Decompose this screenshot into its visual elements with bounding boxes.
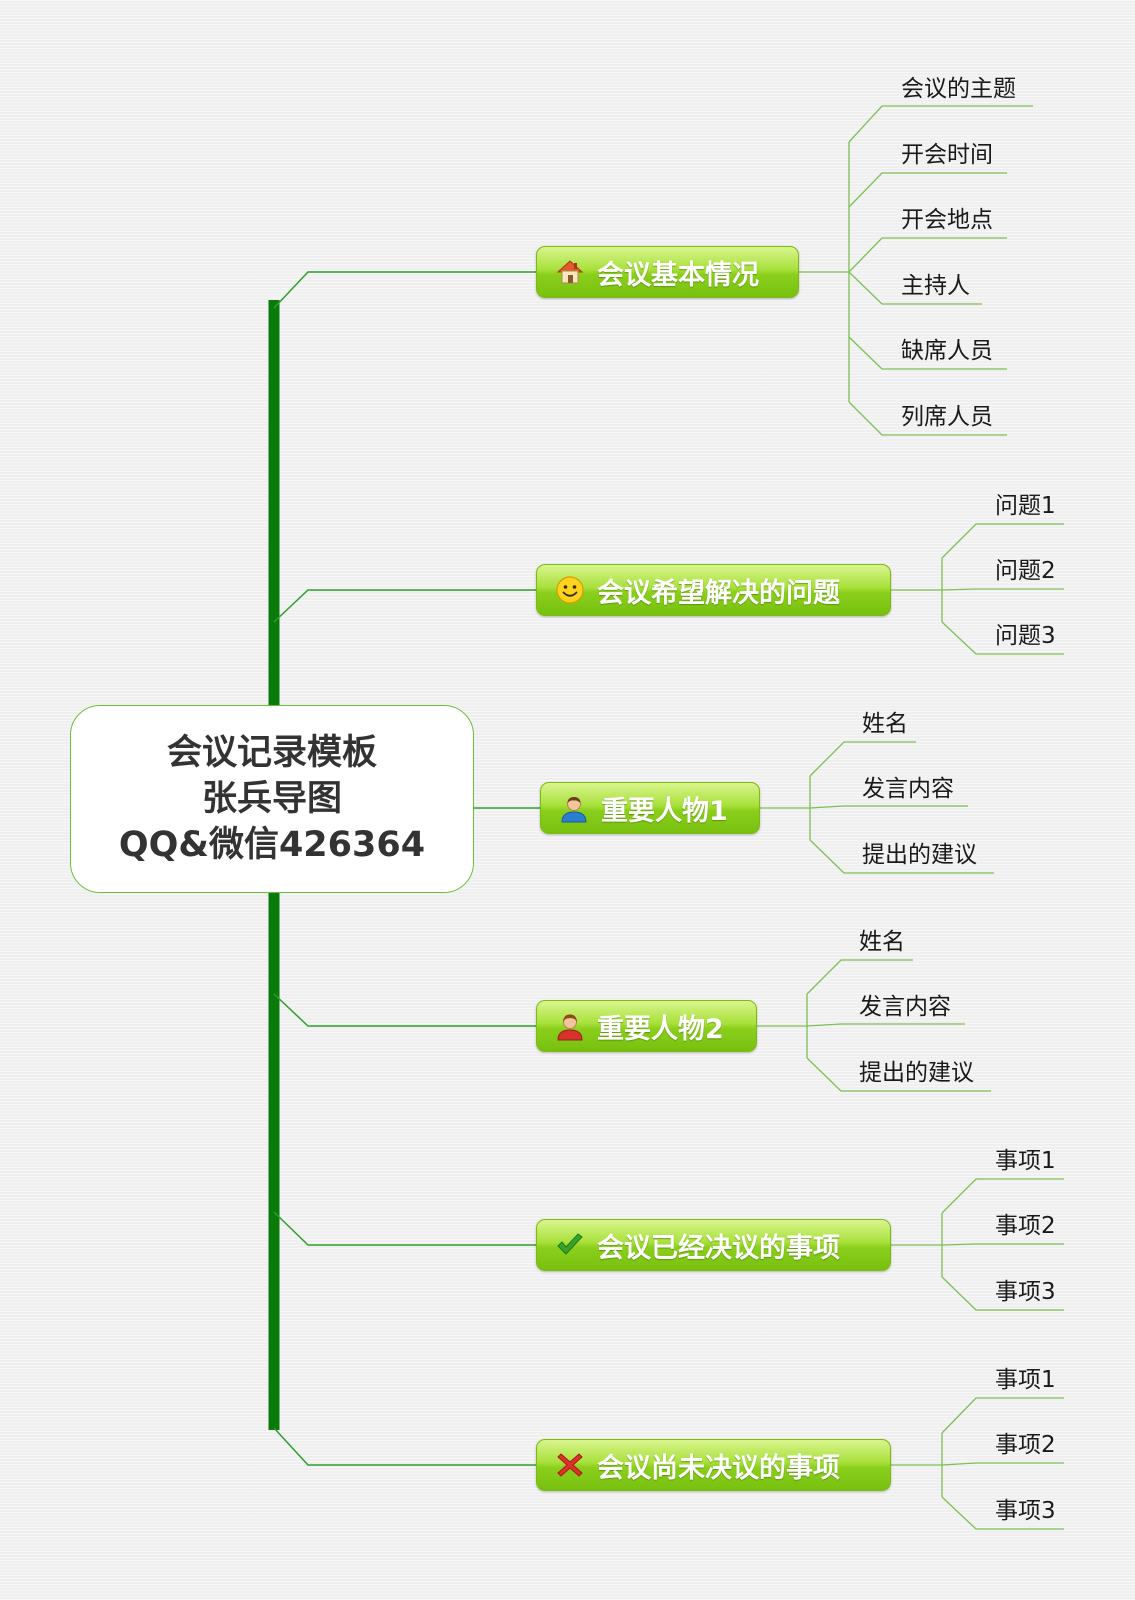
branch-topic-undecided-items[interactable]: 会议尚未决议的事项 — [536, 1439, 891, 1491]
leaf-topic[interactable]: 问题1 — [995, 493, 1056, 519]
leaf-line-2-2 — [941, 588, 1064, 591]
branch-topic-problems[interactable]: 会议希望解决的问题 — [536, 564, 891, 616]
branch-label: 会议尚未决议的事项 — [597, 1452, 840, 1484]
leaf-line-1-5 — [848, 336, 1007, 370]
leaf-line-2-3 — [941, 621, 1064, 655]
leaf-line-1-1 — [848, 105, 1033, 143]
leaf-line-4-3 — [806, 1057, 991, 1092]
leaf-topic[interactable]: 姓名 — [859, 929, 905, 955]
cross-icon — [557, 1453, 583, 1477]
leaf-topic[interactable]: 发言内容 — [859, 994, 951, 1020]
leaf-topic[interactable]: 事项2 — [995, 1213, 1056, 1239]
branch-connector-4 — [273, 993, 536, 1027]
branch-label: 会议希望解决的问题 — [597, 577, 840, 609]
person-blue-icon — [561, 797, 587, 823]
leaf-line-1-3 — [848, 237, 1007, 273]
checkmark-icon — [557, 1233, 583, 1255]
central-author: 张兵导图 — [201, 779, 342, 819]
branch-connector-6 — [273, 1427, 536, 1466]
branch-topic-basic-info[interactable]: 会议基本情况 — [536, 246, 799, 298]
leaf-topic[interactable]: 事项3 — [995, 1279, 1056, 1305]
branch-label: 会议基本情况 — [597, 259, 759, 291]
leaf-line-1-6 — [848, 401, 1007, 436]
leaf-line-2-1 — [941, 523, 1064, 559]
central-title: 会议记录模板 — [166, 733, 377, 773]
branch-label: 会议已经决议的事项 — [597, 1232, 840, 1264]
branch-connector-5 — [273, 1211, 536, 1246]
central-contact: QQ&微信426364 — [118, 825, 426, 865]
leaf-line-3-3 — [809, 839, 994, 874]
leaf-line-5-1 — [941, 1178, 1064, 1214]
branch-connector-1 — [273, 271, 536, 309]
leaf-line-5-3 — [941, 1276, 1064, 1311]
leaf-line-6-3 — [941, 1496, 1064, 1530]
leaf-line-3-2 — [809, 805, 968, 809]
smiley-icon — [556, 576, 584, 604]
leaf-topic[interactable]: 缺席人员 — [901, 338, 993, 364]
leaf-line-1-2 — [848, 172, 1007, 208]
leaf-line-6-1 — [941, 1397, 1064, 1434]
leaf-topic[interactable]: 主持人 — [901, 273, 970, 299]
person-red-icon — [557, 1014, 583, 1041]
central-topic[interactable]: 会议记录模板 张兵导图 QQ&微信426364 — [70, 705, 474, 893]
leaf-line-3-1 — [809, 741, 916, 777]
leaf-topic[interactable]: 列席人员 — [901, 404, 993, 430]
branch-topic-decided-items[interactable]: 会议已经决议的事项 — [536, 1219, 891, 1271]
leaf-topic[interactable]: 事项3 — [995, 1498, 1056, 1524]
leaf-topic[interactable]: 提出的建议 — [862, 842, 977, 868]
branch-connector-2 — [273, 589, 536, 623]
branch-topic-person-1[interactable]: 重要人物1 — [540, 782, 760, 834]
leaf-topic[interactable]: 开会时间 — [901, 142, 993, 168]
leaf-topic[interactable]: 发言内容 — [862, 776, 954, 802]
branch-topic-person-2[interactable]: 重要人物2 — [536, 1000, 757, 1052]
branch-label: 重要人物1 — [601, 795, 728, 827]
leaf-topic[interactable]: 问题2 — [995, 558, 1056, 584]
leaf-topic[interactable]: 提出的建议 — [859, 1060, 974, 1086]
leaf-topic[interactable]: 事项2 — [995, 1432, 1056, 1458]
leaf-topic[interactable]: 开会地点 — [901, 207, 993, 233]
leaf-topic[interactable]: 会议的主题 — [901, 76, 1016, 102]
leaf-topic[interactable]: 事项1 — [995, 1148, 1056, 1174]
house-icon — [556, 260, 584, 284]
leaf-line-5-2 — [941, 1243, 1064, 1246]
leaf-line-4-2 — [806, 1023, 965, 1027]
leaf-topic[interactable]: 问题3 — [995, 623, 1056, 649]
leaf-topic[interactable]: 姓名 — [862, 711, 908, 737]
leaf-line-6-2 — [941, 1462, 1064, 1466]
leaf-line-1-4 — [848, 271, 982, 305]
leaf-line-4-1 — [806, 959, 913, 995]
branch-label: 重要人物2 — [597, 1013, 724, 1045]
leaf-topic[interactable]: 事项1 — [995, 1367, 1056, 1393]
